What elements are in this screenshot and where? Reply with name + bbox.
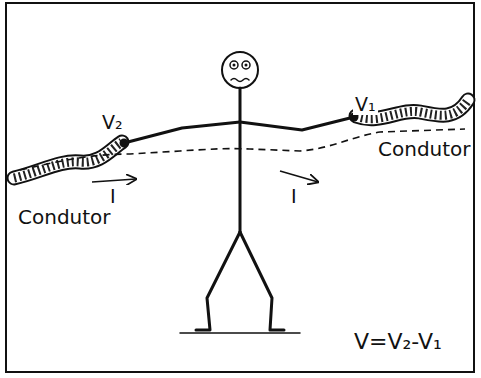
voltage-label: V₂ xyxy=(100,112,125,133)
stick-figure xyxy=(121,52,357,333)
current-label: I xyxy=(108,186,118,207)
conductor-label: Condutor xyxy=(16,206,113,228)
conductor-label: Condutor xyxy=(376,138,473,160)
frame xyxy=(6,3,474,372)
voltage-label: V₁ xyxy=(353,94,378,115)
current-label: I xyxy=(289,186,299,207)
current-arrow xyxy=(280,171,318,182)
equation: V=V₂-V₁ xyxy=(352,330,444,354)
current-arrow xyxy=(92,179,136,182)
